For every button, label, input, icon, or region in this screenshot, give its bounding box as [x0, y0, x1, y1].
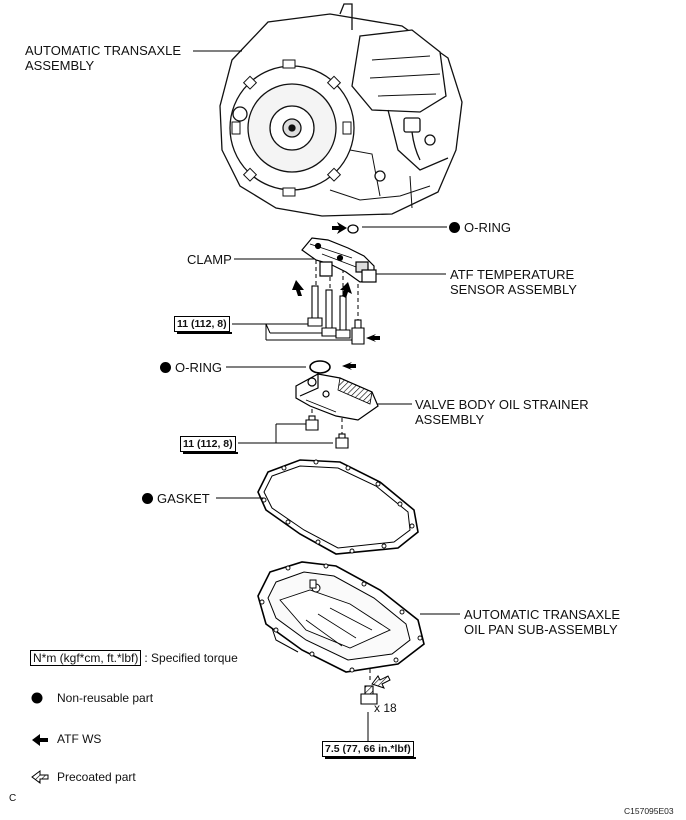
strainer-drawing	[295, 373, 379, 421]
bolts-group-1	[307, 285, 365, 345]
legend-dot-symbol	[31, 692, 43, 704]
legend-atf-arrow	[32, 734, 48, 746]
legend-precoat-arrow	[31, 770, 49, 784]
bolts-group-2	[305, 415, 349, 449]
atf-ws-arrows	[292, 222, 380, 370]
label-transaxle-assembly: AUTOMATIC TRANSAXLE ASSEMBLY	[25, 43, 181, 73]
non-reusable-dot-icon	[142, 493, 153, 504]
legend-nonreusable: Non-reusable part	[57, 691, 154, 705]
label-oil-pan-line2: OIL PAN SUB-ASSEMBLY	[464, 622, 618, 637]
label-atf-sensor-line1: ATF TEMPERATURE	[450, 267, 575, 282]
legend-torque-row: N*m (kgf*cm, ft.*lbf): Specified torque	[30, 650, 238, 666]
non-reusable-dot-icon	[449, 222, 460, 233]
legend-atf-ws: ATF WS	[57, 732, 102, 746]
torque-box-3: 7.5 (77, 66 in.*lbf)	[322, 741, 416, 759]
label-oring-mid-text: O-RING	[175, 360, 222, 375]
label-oil-pan: AUTOMATIC TRANSAXLE OIL PAN SUB-ASSEMBLY	[464, 607, 620, 637]
label-oring-top: O-RING	[449, 220, 511, 235]
transaxle-drawing	[219, 3, 463, 217]
torque-box-2: 11 (112, 8)	[180, 436, 238, 454]
oil-pan-bolt	[360, 685, 378, 705]
label-strainer-line2: ASSEMBLY	[415, 412, 485, 427]
label-clamp: CLAMP	[187, 252, 232, 267]
label-transaxle-line2: ASSEMBLY	[25, 58, 95, 73]
legend-torque-desc: : Specified torque	[144, 651, 238, 665]
label-oring-mid: O-RING	[160, 360, 222, 375]
legend-precoated: Precoated part	[57, 770, 136, 784]
label-strainer-line1: VALVE BODY OIL STRAINER	[415, 397, 589, 412]
label-atf-sensor-line2: SENSOR ASSEMBLY	[450, 282, 577, 297]
label-atf-sensor: ATF TEMPERATURE SENSOR ASSEMBLY	[450, 267, 577, 297]
legend-torque-unit: N*m (kgf*cm, ft.*lbf)	[30, 650, 142, 666]
oil-pan-drawing	[257, 561, 425, 673]
oring-top-drawing	[347, 224, 359, 234]
figure-id: C157095E03	[624, 806, 674, 816]
label-oil-pan-line1: AUTOMATIC TRANSAXLE	[464, 607, 621, 622]
label-strainer: VALVE BODY OIL STRAINER ASSEMBLY	[415, 397, 589, 427]
leader-lines	[193, 50, 460, 742]
label-quantity: x 18	[374, 701, 397, 715]
label-gasket: GASKET	[142, 491, 210, 506]
atf-sensor-drawing	[301, 237, 377, 283]
gasket-drawing	[257, 459, 419, 555]
label-oring-top-text: O-RING	[464, 220, 511, 235]
label-gasket-text: GASKET	[157, 491, 210, 506]
non-reusable-dot-icon	[160, 362, 171, 373]
precoated-arrow	[371, 675, 391, 689]
label-transaxle-line1: AUTOMATIC TRANSAXLE	[25, 43, 182, 58]
corner-letter: C	[9, 793, 17, 804]
oring-mid-drawing	[309, 360, 331, 374]
torque-box-1: 11 (112, 8)	[174, 316, 232, 334]
